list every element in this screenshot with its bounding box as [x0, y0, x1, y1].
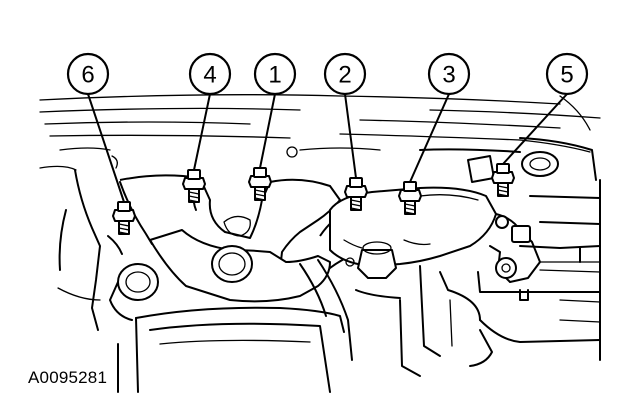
bolt-6	[112, 201, 136, 235]
leader-line-3	[409, 93, 450, 183]
bolt-2	[344, 177, 368, 211]
leader-line-5	[502, 93, 568, 165]
left-side-components	[39, 165, 159, 393]
right-side-components	[355, 179, 601, 377]
callout-group: 6 4 1 2 3 5	[66, 52, 589, 203]
figure-reference-code: A0095281	[28, 368, 108, 387]
callout-label-5: 5	[560, 62, 573, 89]
cylinder-head-outline	[39, 94, 601, 181]
engine-block-lower	[135, 259, 353, 393]
upper-right-boss	[419, 148, 559, 183]
leader-line-6	[87, 93, 125, 203]
bolt-group	[112, 163, 515, 235]
callout-1: 1	[253, 52, 297, 96]
callout-label-6: 6	[81, 62, 94, 89]
leader-line-1	[259, 93, 276, 169]
callout-6: 6	[66, 52, 110, 96]
bolt-4	[182, 169, 206, 203]
exhaust-manifold	[119, 174, 497, 303]
callout-2: 2	[323, 52, 367, 96]
bolt-1	[248, 167, 272, 201]
callout-5: 5	[545, 52, 589, 96]
callout-4: 4	[188, 52, 232, 96]
callout-3: 3	[427, 52, 471, 96]
callout-label-3: 3	[442, 62, 455, 89]
callout-label-4: 4	[203, 62, 216, 89]
leader-line-2	[344, 93, 357, 179]
leader-line-4	[193, 93, 211, 171]
callout-label-2: 2	[338, 62, 351, 89]
bolt-5	[491, 163, 515, 197]
callout-label-1: 1	[268, 62, 281, 89]
bolt-3	[398, 181, 422, 215]
